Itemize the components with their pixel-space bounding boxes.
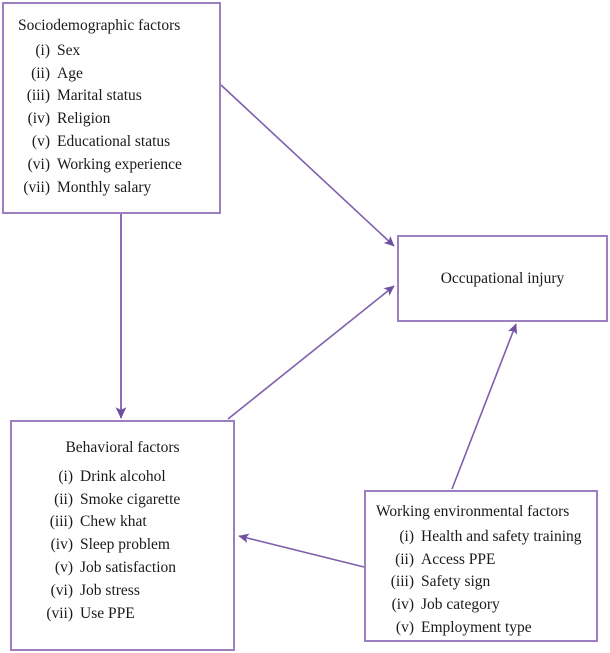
item-label: Monthly salary [57, 178, 152, 196]
item-number: (iii) [26, 87, 50, 105]
item-label: Marital status [57, 87, 142, 105]
list-item: (i) Drink alcohol [29, 466, 233, 489]
list-item: (v) Employment type [374, 617, 596, 640]
list-item: (iv) Sleep problem [29, 534, 233, 557]
item-number: (vi) [50, 581, 73, 599]
list-item: (iv) Religion [10, 108, 219, 131]
node-sociodemographic-factors: Sociodemographic factors (i) Sex (ii) Ag… [2, 2, 221, 214]
item-label: Job satisfaction [80, 558, 176, 576]
item-label: Chew khat [80, 513, 147, 531]
item-list-working-environment: (i) Health and safety training (ii) Acce… [366, 526, 596, 640]
list-item: (ii) Smoke cigarette [29, 489, 233, 512]
item-label: Drink alcohol [80, 467, 166, 485]
item-label: Sex [57, 41, 81, 59]
item-list-behavioral: (i) Drink alcohol (ii) Smoke cigarette (… [12, 466, 233, 625]
list-item: (ii) Access PPE [374, 549, 596, 572]
item-number: (v) [54, 558, 73, 576]
item-number: (ii) [31, 64, 50, 82]
item-label: Working experience [57, 155, 182, 173]
item-number: (iv) [50, 536, 73, 554]
item-number: (vi) [27, 155, 50, 173]
list-item: (v) Educational status [10, 131, 219, 154]
list-item: (ii) Age [10, 63, 219, 86]
arrow-sociodemographic-to-occupational-injury [220, 84, 395, 247]
node-title-working-environment: Working environmental factors [376, 503, 570, 520]
list-item: (vii) Monthly salary [10, 177, 219, 200]
item-label: Safety sign [421, 573, 491, 591]
item-number: (iii) [49, 513, 73, 531]
item-number: (v) [31, 132, 50, 150]
item-number: (iv) [391, 596, 414, 614]
item-label: Use PPE [80, 604, 135, 622]
item-number: (i) [35, 41, 50, 59]
item-label: Educational status [57, 132, 171, 150]
node-occupational-injury: Occupational injury [397, 235, 608, 322]
list-item: (iii) Safety sign [374, 571, 596, 594]
item-number: (i) [58, 467, 73, 485]
item-number: (iii) [390, 573, 414, 591]
item-list-sociodemographic: (i) Sex (ii) Age (iii) Marital status (i… [4, 40, 219, 199]
arrow-working-environment-to-behavioral [238, 533, 365, 568]
node-title-occupational-injury: Occupational injury [440, 269, 565, 287]
item-label: Job stress [80, 581, 140, 599]
item-label: Religion [57, 110, 111, 128]
list-item: (iii) Chew khat [29, 511, 233, 534]
node-behavioral-factors: Behavioral factors (i) Drink alcohol (ii… [10, 420, 235, 651]
item-number: (v) [395, 618, 414, 636]
item-label: Age [57, 64, 83, 82]
node-title-behavioral: Behavioral factors [65, 439, 180, 456]
item-label: Health and safety training [421, 527, 582, 545]
list-item: (i) Sex [10, 40, 219, 63]
item-label: Employment type [421, 618, 532, 636]
item-label: Job category [421, 596, 500, 614]
item-label: Sleep problem [80, 536, 170, 554]
list-item: (vi) Job stress [29, 580, 233, 603]
list-item: (vii) Use PPE [29, 603, 233, 626]
item-number: (iv) [27, 110, 50, 128]
list-item: (vi) Working experience [10, 154, 219, 177]
list-item: (iii) Marital status [10, 85, 219, 108]
node-working-environmental-factors: Working environmental factors (i) Health… [364, 490, 598, 642]
item-label: Smoke cigarette [80, 490, 181, 508]
item-label: Access PPE [421, 550, 496, 568]
arrow-working-environment-to-occupational-injury [451, 323, 518, 490]
item-number: (ii) [54, 490, 73, 508]
list-item: (iv) Job category [374, 594, 596, 617]
item-number: (vii) [23, 178, 50, 196]
item-number: (vii) [46, 604, 73, 622]
arrow-behavioral-to-occupational-injury [227, 285, 395, 420]
item-number: (i) [399, 527, 414, 545]
item-number: (ii) [395, 550, 414, 568]
node-title-sociodemographic: Sociodemographic factors [18, 17, 181, 34]
list-item: (i) Health and safety training [374, 526, 596, 549]
list-item: (v) Job satisfaction [29, 557, 233, 580]
